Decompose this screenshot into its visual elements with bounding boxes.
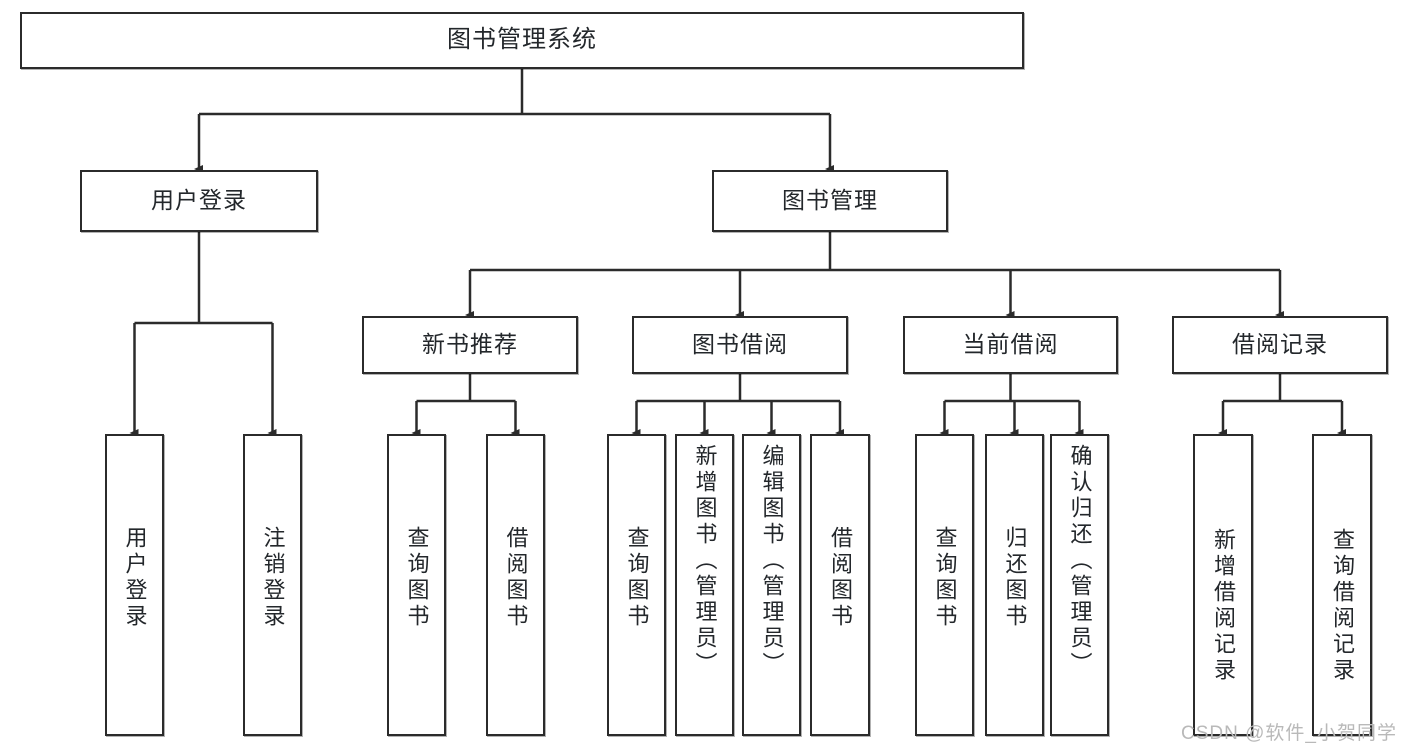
leaf-borrow-book-2[interactable]: 借阅图书	[810, 434, 870, 736]
node-label: 新增借阅记录	[1211, 528, 1236, 684]
node-book-manage[interactable]: 图书管理	[712, 170, 948, 232]
leaf-query-book-3[interactable]: 查询图书	[915, 434, 974, 736]
node-label: 确认归还（管理员）	[1067, 444, 1093, 678]
node-label: 借阅记录	[1232, 331, 1328, 358]
node-label: 当前借阅	[962, 331, 1059, 358]
node-label: 借阅图书	[503, 526, 529, 630]
node-label: 新增图书（管理员）	[692, 444, 718, 678]
node-new-book-recommend[interactable]: 新书推荐	[362, 316, 578, 374]
leaf-query-book-2[interactable]: 查询图书	[607, 434, 666, 736]
node-label: 查询图书	[404, 526, 430, 630]
leaf-edit-book-admin[interactable]: 编辑图书（管理员）	[742, 434, 801, 736]
leaf-logout[interactable]: 注销登录	[243, 434, 302, 736]
node-label: 查询图书	[932, 526, 958, 630]
node-label: 图书管理	[782, 187, 878, 214]
leaf-confirm-return[interactable]: 确认归还（管理员）	[1050, 434, 1109, 736]
node-user-login[interactable]: 用户登录	[80, 170, 318, 232]
leaf-query-record[interactable]: 查询借阅记录	[1312, 434, 1372, 736]
node-label: 图书管理系统	[447, 26, 597, 54]
leaf-add-book-admin[interactable]: 新增图书（管理员）	[675, 434, 734, 736]
node-root[interactable]: 图书管理系统	[20, 12, 1024, 69]
leaf-borrow-book-1[interactable]: 借阅图书	[486, 434, 545, 736]
node-label: 借阅图书	[828, 526, 853, 630]
leaf-user-login[interactable]: 用户登录	[105, 434, 164, 736]
node-label: 用户登录	[122, 526, 148, 630]
node-label: 归还图书	[1002, 526, 1028, 630]
leaf-add-record[interactable]: 新增借阅记录	[1193, 434, 1253, 736]
leaf-return-book[interactable]: 归还图书	[985, 434, 1044, 736]
node-label: 图书借阅	[692, 331, 788, 358]
node-borrow-record[interactable]: 借阅记录	[1172, 316, 1388, 374]
node-label: 查询图书	[624, 526, 650, 630]
node-label: 查询借阅记录	[1330, 528, 1355, 684]
node-label: 注销登录	[260, 526, 286, 630]
node-label: 编辑图书（管理员）	[759, 444, 785, 678]
node-label: 新书推荐	[422, 331, 518, 358]
leaf-query-book-1[interactable]: 查询图书	[387, 434, 446, 736]
node-book-borrow[interactable]: 图书借阅	[632, 316, 848, 374]
node-current-borrow[interactable]: 当前借阅	[903, 316, 1118, 374]
node-label: 用户登录	[151, 187, 247, 214]
csdn-watermark: CSDN @软件_小贺同学	[1181, 723, 1397, 744]
